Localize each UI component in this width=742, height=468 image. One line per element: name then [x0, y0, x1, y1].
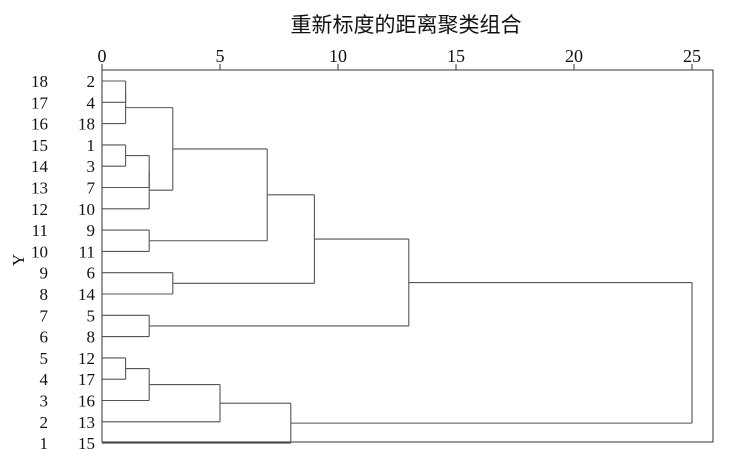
row-case-label: 16 [78, 392, 95, 411]
row-position-label: 1 [40, 434, 49, 453]
row-case-label: 15 [78, 434, 95, 453]
row-position-label: 7 [40, 306, 49, 325]
row-case-label: 12 [78, 349, 95, 368]
row-case-label: 18 [78, 115, 95, 134]
row-position-label: 9 [40, 264, 49, 283]
row-position-label: 11 [32, 221, 48, 240]
row-case-label: 1 [87, 136, 96, 155]
row-position-label: 2 [40, 413, 49, 432]
row-case-label: 17 [78, 370, 96, 389]
dendrogram-links [102, 80, 693, 444]
x-tick-label: 10 [329, 46, 347, 66]
x-tick-label: 15 [447, 46, 465, 66]
row-case-label: 9 [87, 221, 96, 240]
row-case-label: 4 [87, 93, 96, 112]
row-position-label: 14 [31, 157, 49, 176]
row-position-label: 3 [40, 392, 49, 411]
row-position-label: 4 [40, 370, 49, 389]
row-position-label: 15 [31, 136, 48, 155]
row-position-label: 18 [31, 72, 48, 91]
row-case-label: 2 [87, 72, 96, 91]
row-case-label: 6 [87, 264, 96, 283]
row-position-label: 6 [40, 328, 49, 347]
row-position-label: 13 [31, 179, 48, 198]
y-axis-label: Y [9, 254, 28, 266]
x-tick-label: 20 [565, 46, 583, 66]
x-axis-ticks: 0 5 10 15 20 25 [98, 46, 701, 70]
chart-title: 重新标度的距离聚类组合 [291, 13, 522, 37]
row-position-label: 8 [40, 285, 49, 304]
row-case-label: 8 [87, 328, 96, 347]
row-case-label: 13 [78, 413, 95, 432]
row-position-label: 12 [31, 200, 48, 219]
row-case-label: 14 [78, 285, 96, 304]
row-position-label: 17 [31, 93, 49, 112]
x-tick-label: 5 [216, 46, 225, 66]
row-case-label: 7 [87, 179, 96, 198]
row-case-label: 3 [87, 157, 96, 176]
row-case-label: 10 [78, 200, 95, 219]
row-case-label: 5 [87, 306, 96, 325]
x-tick-label: 0 [98, 46, 107, 66]
row-position-label: 5 [40, 349, 49, 368]
row-position-label: 10 [31, 242, 48, 261]
plot-border [101, 69, 714, 443]
row-position-label: 16 [31, 115, 48, 134]
plot-frame [101, 69, 714, 443]
row-case-label: 11 [79, 242, 95, 261]
x-tick-label: 25 [683, 46, 701, 66]
